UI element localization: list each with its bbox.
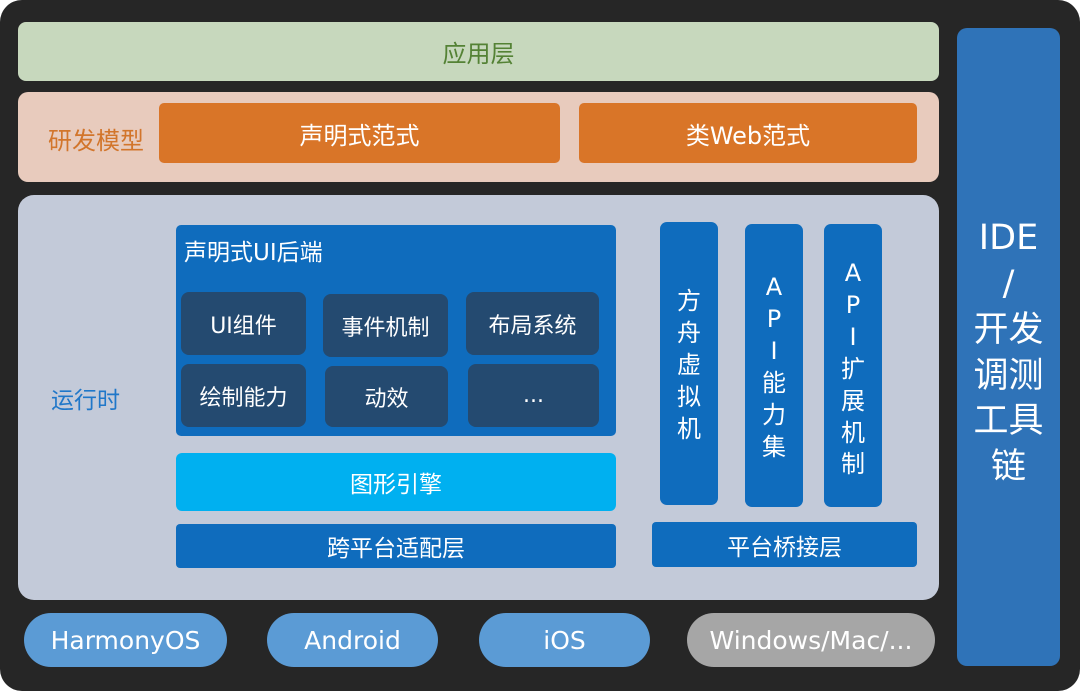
column-char: 虚 — [677, 350, 701, 379]
runtime-label: 运行时 — [51, 388, 120, 414]
component-label: 动效 — [364, 386, 409, 412]
app-layer: 应用层 — [18, 22, 939, 81]
runtime-layer: 运行时 声明式UI后端 UI组件 事件机制 布局系统 绘制能力 动效 ... — [18, 195, 939, 600]
ide-text: IDE — [978, 218, 1039, 258]
column-char: 展 — [841, 386, 865, 415]
graphics-engine-label: 图形引擎 — [350, 472, 442, 498]
column-char: P — [766, 304, 782, 333]
declarative-paradigm-label: 声明式范式 — [299, 121, 420, 150]
platform-android: Android — [267, 613, 438, 667]
graphics-engine: 图形引擎 — [176, 453, 616, 511]
drawing-capability-box: 绘制能力 — [181, 364, 306, 427]
platform-label: iOS — [543, 625, 586, 655]
column-char: 方 — [677, 287, 701, 315]
ide-toolchain: IDE / 开发 调测 工具 链 — [957, 28, 1060, 666]
platform-windows-mac-other: Windows/Mac/... — [687, 613, 935, 667]
cross-platform-adaptation-layer: 跨平台适配层 — [176, 524, 616, 568]
column-char: 力 — [762, 400, 786, 429]
column-char: 制 — [841, 450, 865, 479]
column-char: A — [765, 273, 783, 301]
column-char: I — [849, 322, 857, 351]
ide-text: / — [1002, 263, 1015, 304]
platform-label: Android — [304, 625, 401, 655]
dev-model-layer: 研发模型 声明式范式 类Web范式 — [18, 92, 939, 182]
ark-vm-column: 方 舟 虚 拟 机 — [660, 222, 718, 505]
column-char: P — [845, 290, 861, 319]
declarative-ui-backend: 声明式UI后端 UI组件 事件机制 布局系统 绘制能力 动效 ... — [176, 225, 616, 436]
column-char: 扩 — [841, 354, 865, 383]
web-like-paradigm-label: 类Web范式 — [685, 121, 811, 150]
column-char: A — [844, 259, 862, 287]
column-char: I — [770, 336, 778, 365]
layout-system-box: 布局系统 — [466, 292, 599, 355]
platform-harmonyos: HarmonyOS — [24, 613, 227, 667]
event-mechanism-box: 事件机制 — [323, 294, 448, 357]
platform-ios: iOS — [479, 613, 650, 667]
component-label: ... — [523, 383, 544, 408]
ide-text: 开发 — [973, 309, 1044, 350]
platform-bridge-label: 平台桥接层 — [727, 534, 842, 561]
column-char: 舟 — [677, 318, 701, 347]
api-capability-set-column: A P I 能 力 集 — [745, 224, 803, 507]
web-like-paradigm: 类Web范式 — [579, 103, 917, 163]
component-label: 绘制能力 — [199, 385, 288, 411]
platform-label: Windows/Mac/... — [709, 625, 913, 655]
ide-text: 调测 — [973, 355, 1044, 396]
dev-model-label: 研发模型 — [48, 127, 144, 155]
cross-platform-layer-label: 跨平台适配层 — [327, 536, 465, 562]
platform-bridge-layer: 平台桥接层 — [652, 522, 917, 567]
column-char: 拟 — [677, 382, 701, 411]
declarative-paradigm: 声明式范式 — [159, 103, 560, 163]
ide-text: 工具 — [973, 401, 1044, 442]
component-label: UI组件 — [210, 313, 277, 339]
more-components-box: ... — [468, 364, 599, 427]
column-char: 机 — [677, 414, 701, 443]
platform-label: HarmonyOS — [50, 625, 201, 655]
component-label: 事件机制 — [341, 315, 430, 341]
ui-backend-title: 声明式UI后端 — [184, 240, 323, 266]
column-char: 机 — [841, 418, 865, 447]
api-extension-mechanism-column: A P I 扩 展 机 制 — [824, 224, 882, 507]
component-label: 布局系统 — [488, 313, 577, 339]
app-layer-label: 应用层 — [442, 40, 515, 68]
column-char: 集 — [762, 432, 786, 461]
ui-component-box: UI组件 — [181, 292, 306, 355]
ide-text: 链 — [990, 447, 1026, 488]
animation-box: 动效 — [325, 366, 448, 427]
column-char: 能 — [762, 368, 786, 397]
